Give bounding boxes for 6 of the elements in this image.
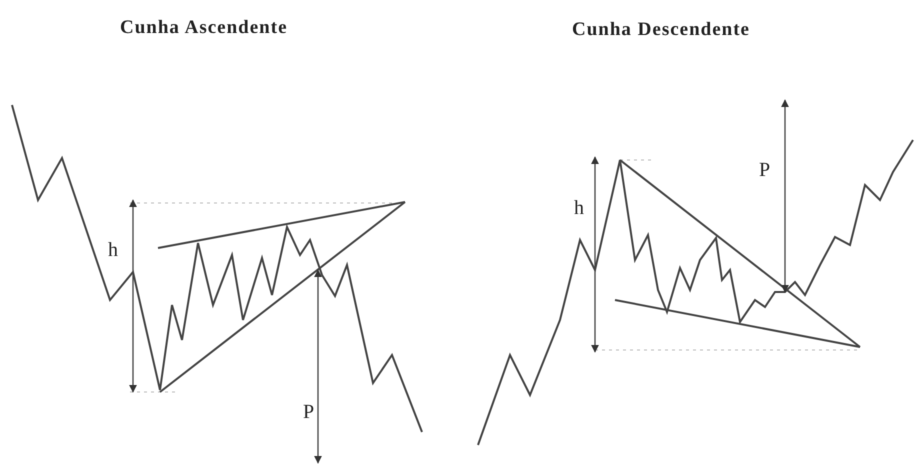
chart-title: Cunha Ascendente: [120, 18, 288, 37]
measure-label: P: [303, 402, 314, 422]
measure-label: h: [574, 198, 584, 218]
measure-label: P: [759, 160, 770, 180]
measure-label: h: [108, 240, 118, 260]
chart-title: Cunha Descendente: [572, 20, 750, 39]
